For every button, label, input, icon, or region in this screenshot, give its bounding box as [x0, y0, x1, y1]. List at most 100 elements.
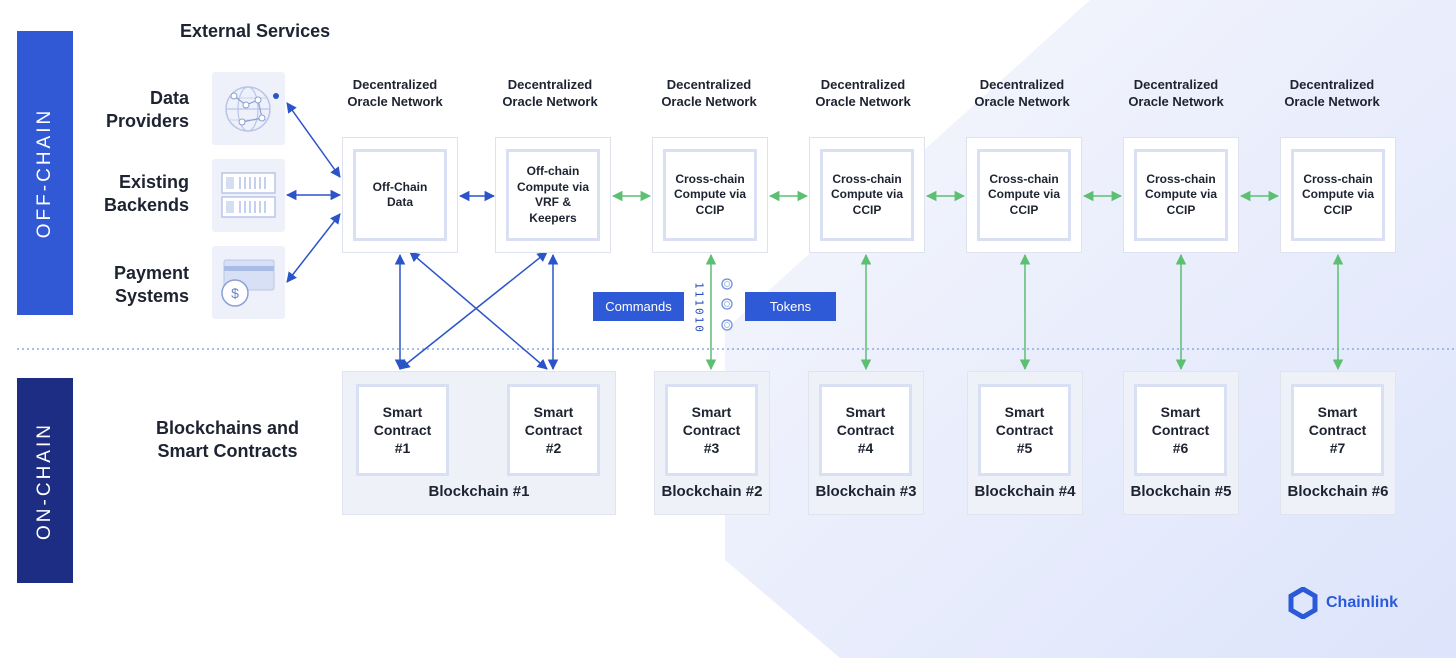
off-chain-label: OFF-CHAIN: [34, 107, 55, 239]
contract-line: Smart: [1160, 404, 1201, 420]
node-line: Compute via: [830, 187, 903, 202]
blockchain-name: Blockchain #6: [1287, 483, 1389, 500]
source-label-line: Backends: [103, 195, 189, 215]
binary-data-label: 111010: [692, 282, 706, 334]
header-line: Oracle Network: [661, 94, 757, 109]
node-line: Cross-chain: [1146, 171, 1216, 186]
header-line: Oracle Network: [974, 94, 1070, 109]
node-line: Cross-chain: [1303, 171, 1373, 186]
node-line: CCIP: [1166, 202, 1196, 217]
node-line: CCIP: [1009, 202, 1039, 217]
header-line: Oracle Network: [502, 94, 598, 109]
header-line: Oracle Network: [1128, 94, 1224, 109]
source-label-data-providers: Data Providers: [85, 87, 189, 133]
contract-line: #7: [1329, 440, 1346, 456]
external-services-title: External Services: [180, 21, 331, 41]
node-line: Compute via: [1144, 187, 1217, 202]
contract-line: #5: [1016, 440, 1033, 456]
source-label-payment-systems: Payment Systems: [85, 262, 189, 308]
contract-line: Contract: [373, 422, 432, 438]
node-line: Cross-chain: [832, 171, 902, 186]
node-line: Off-Chain: [372, 179, 428, 194]
contract-line: Smart: [691, 404, 732, 420]
contract-line: #6: [1172, 440, 1189, 456]
blockchain-name: Blockchain #5: [1130, 483, 1232, 500]
contract-line: Smart: [1004, 404, 1045, 420]
contract-line: #1: [394, 440, 411, 456]
off-chain-bar: OFF-CHAIN: [17, 31, 73, 315]
header-line: Oracle Network: [815, 94, 911, 109]
header-line: Oracle Network: [347, 94, 443, 109]
section-title-line: Smart Contracts: [157, 441, 298, 461]
header-line: Oracle Network: [1284, 94, 1380, 109]
node-line: CCIP: [1323, 202, 1353, 217]
node-line: Compute via: [516, 179, 589, 194]
chainlink-logo: Chainlink: [1288, 587, 1398, 619]
node-line: VRF &: [534, 195, 571, 209]
header-line: Decentralized: [507, 77, 593, 92]
blockchain-name: Blockchain #3: [815, 483, 917, 500]
contract-line: Contract: [1151, 422, 1210, 438]
contract-line: Contract: [995, 422, 1054, 438]
source-label-line: Systems: [114, 286, 189, 306]
contract-line: Contract: [1308, 422, 1367, 438]
contract-line: Contract: [682, 422, 741, 438]
source-label-line: Existing: [118, 172, 189, 192]
header-line: Decentralized: [1133, 77, 1219, 92]
tokens-tag: Tokens: [745, 292, 836, 321]
blockchain-name: Blockchain #1: [428, 483, 530, 500]
node-line: Compute via: [1301, 187, 1374, 202]
node-line: Keepers: [529, 210, 577, 225]
contract-line: Smart: [845, 404, 886, 420]
on-chain-label: ON-CHAIN: [34, 421, 56, 540]
contract-line: #3: [703, 440, 720, 456]
contract-line: #2: [545, 440, 562, 456]
globe-network-icon: [212, 72, 285, 145]
server-rack-icon: [212, 159, 285, 232]
commands-tag: Commands: [593, 292, 684, 321]
header-line: Decentralized: [666, 77, 752, 92]
contract-line: Contract: [836, 422, 895, 438]
header-line: Decentralized: [820, 77, 906, 92]
section-title-line: Blockchains and: [155, 418, 300, 438]
chainlink-hexagon-icon: [1288, 587, 1318, 619]
header-line: Decentralized: [352, 77, 438, 92]
svg-text:$: $: [231, 285, 239, 301]
node-line: Cross-chain: [675, 171, 745, 186]
node-line: Data: [386, 195, 413, 209]
node-line: CCIP: [852, 202, 882, 217]
node-line: Compute via: [987, 187, 1060, 202]
contract-line: Smart: [382, 404, 423, 420]
blockchains-section-title: Blockchains and Smart Contracts: [130, 417, 325, 463]
contract-line: Contract: [524, 422, 583, 438]
node-line: Off-chain: [526, 164, 580, 178]
brand-name: Chainlink: [1326, 594, 1399, 611]
source-label-existing-backends: Existing Backends: [85, 171, 189, 217]
